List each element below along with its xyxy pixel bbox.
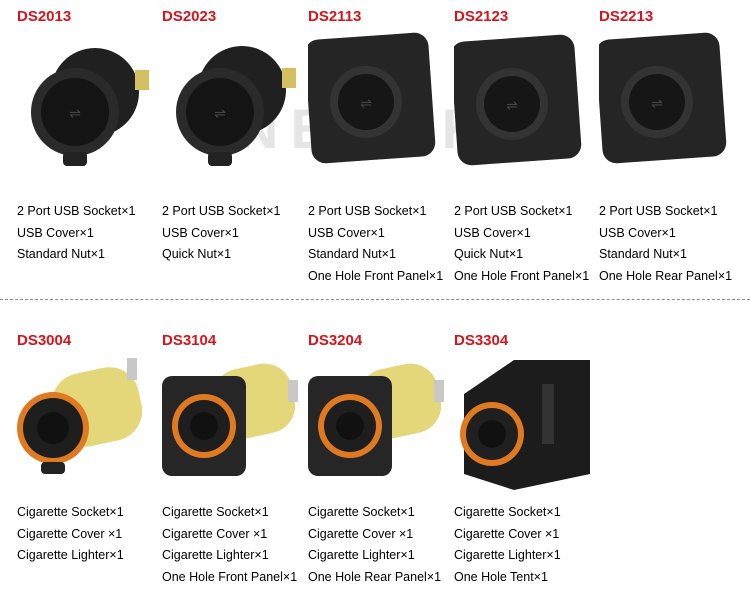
product-code: DS3204: [308, 332, 363, 349]
item-line: Cigarette Cover ×1: [17, 526, 123, 541]
svg-text:⇌: ⇌: [214, 105, 226, 121]
product-code: DS2123: [454, 8, 509, 25]
item-line: Quick Nut×1: [162, 247, 232, 262]
product-code: DS3004: [17, 332, 72, 349]
cigarette-socket-panel-image: [308, 354, 454, 514]
item-line: Cigarette Socket×1: [162, 505, 269, 519]
cigarette-socket-panel-image: [162, 354, 308, 514]
item-line: USB Cover×1: [17, 225, 94, 240]
item-line: Quick Nut×1: [454, 247, 524, 262]
cigarette-socket-image: [17, 354, 163, 514]
svg-text:⇌: ⇌: [651, 95, 663, 111]
item-line: Cigarette Socket×1: [454, 505, 561, 519]
item-line: One Hole Front Panel×1: [162, 570, 298, 585]
item-line: Standard Nut×1: [17, 247, 105, 262]
item-line: Cigarette Cover ×1: [162, 526, 268, 541]
product-code: DS2113: [308, 8, 362, 25]
item-line: 2 Port USB Socket×1: [599, 204, 718, 218]
item-line: 2 Port USB Socket×1: [454, 204, 573, 218]
product-code: DS2013: [17, 8, 72, 25]
item-line: One Hole Front Panel×1: [308, 269, 444, 284]
item-line: USB Cover×1: [308, 225, 385, 240]
item-line: One Hole Front Panel×1: [454, 269, 590, 284]
usb-socket-image: ⇌: [17, 30, 163, 190]
product-code: DS3304: [454, 332, 509, 349]
item-line: Cigarette Cover ×1: [454, 526, 560, 541]
item-line: Standard Nut×1: [308, 247, 396, 262]
svg-text:⇌: ⇌: [69, 105, 81, 121]
item-line: Cigarette Lighter×1: [17, 548, 124, 563]
item-line: Cigarette Lighter×1: [162, 548, 269, 563]
item-line: 2 Port USB Socket×1: [17, 204, 136, 218]
item-line: Standard Nut×1: [599, 247, 687, 262]
item-line: USB Cover×1: [162, 225, 239, 240]
item-line: Cigarette Lighter×1: [308, 548, 415, 563]
usb-socket-panel-image: ⇌: [308, 30, 454, 190]
svg-text:⇌: ⇌: [506, 97, 518, 113]
product-code: DS3104: [162, 332, 217, 349]
cigarette-socket-tent-image: [454, 354, 600, 514]
item-line: One Hole Tent×1: [454, 570, 548, 585]
item-line: One Hole Rear Panel×1: [599, 269, 733, 284]
item-line: Cigarette Socket×1: [17, 505, 124, 519]
usb-socket-panel-image: ⇌: [599, 30, 745, 190]
item-line: 2 Port USB Socket×1: [162, 204, 281, 218]
item-line: USB Cover×1: [599, 225, 676, 240]
product-code: DS2023: [162, 8, 217, 25]
item-line: Cigarette Socket×1: [308, 505, 415, 519]
item-line: One Hole Rear Panel×1: [308, 570, 442, 585]
product-code: DS2213: [599, 8, 654, 25]
usb-socket-panel-image: ⇌: [454, 30, 600, 190]
svg-text:⇌: ⇌: [360, 95, 372, 111]
row-divider: [0, 299, 750, 300]
item-line: Cigarette Lighter×1: [454, 548, 561, 563]
usb-socket-image: ⇌: [162, 30, 308, 190]
item-line: Cigarette Cover ×1: [308, 526, 414, 541]
item-line: USB Cover×1: [454, 225, 531, 240]
item-line: 2 Port USB Socket×1: [308, 204, 427, 218]
